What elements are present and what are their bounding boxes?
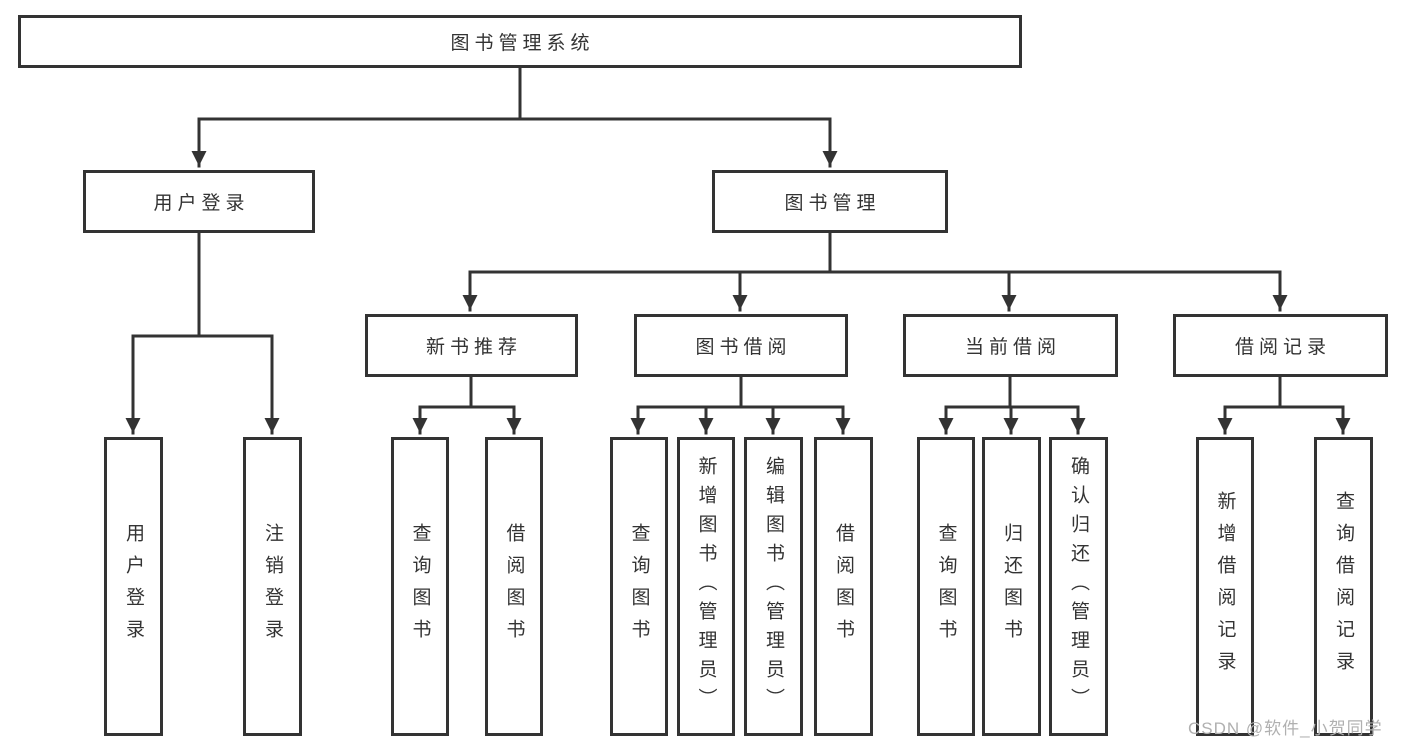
node-root-label: 图书管理系统 xyxy=(450,33,595,54)
leaf-logout: 注销登录 xyxy=(243,437,302,736)
leaf-add-book-admin-label: 新增图书（管理员） xyxy=(695,456,717,717)
leaf-edit-book-admin: 编辑图书（管理员） xyxy=(744,437,803,736)
node-current-borrowing-label: 当前借阅 xyxy=(964,337,1061,358)
node-book-borrowing: 图书借阅 xyxy=(634,314,848,377)
leaf-query-book-borrowing: 查询图书 xyxy=(610,437,668,736)
leaf-return-book-label: 归还图书 xyxy=(1001,522,1022,651)
leaf-logout-label: 注销登录 xyxy=(262,522,283,651)
leaf-borrow-book-recommend: 借阅图书 xyxy=(485,437,543,736)
leaf-borrow-book: 借阅图书 xyxy=(814,437,873,736)
leaf-confirm-return-admin-label: 确认归还（管理员） xyxy=(1068,456,1089,717)
node-root: 图书管理系统 xyxy=(18,15,1022,68)
leaf-query-borrow-record: 查询借阅记录 xyxy=(1314,437,1373,736)
leaf-query-book-current: 查询图书 xyxy=(917,437,975,736)
leaf-query-book-current-label: 查询图书 xyxy=(935,522,957,651)
leaf-query-book-recommend: 查询图书 xyxy=(391,437,449,736)
leaf-add-book-admin: 新增图书（管理员） xyxy=(677,437,735,736)
leaf-confirm-return-admin: 确认归还（管理员） xyxy=(1049,437,1108,736)
node-book-management: 图书管理 xyxy=(712,170,948,233)
leaf-add-borrow-record-label: 新增借阅记录 xyxy=(1214,490,1236,683)
leaf-borrow-book-recommend-label: 借阅图书 xyxy=(503,522,525,651)
node-new-book-recommend: 新书推荐 xyxy=(365,314,578,377)
leaf-user-login: 用户登录 xyxy=(104,437,163,736)
node-borrow-records-label: 借阅记录 xyxy=(1234,337,1331,358)
node-book-borrowing-label: 图书借阅 xyxy=(695,337,792,358)
node-user-login-label: 用户登录 xyxy=(153,193,250,214)
node-borrow-records: 借阅记录 xyxy=(1173,314,1388,377)
node-current-borrowing: 当前借阅 xyxy=(903,314,1118,377)
leaf-edit-book-admin-label: 编辑图书（管理员） xyxy=(763,456,784,717)
leaf-query-borrow-record-label: 查询借阅记录 xyxy=(1333,490,1354,683)
node-book-management-label: 图书管理 xyxy=(784,193,881,214)
leaf-user-login-label: 用户登录 xyxy=(123,522,144,651)
csdn-watermark: CSDN @软件_小贺同学 xyxy=(1188,719,1383,738)
leaf-query-book-recommend-label: 查询图书 xyxy=(409,522,431,651)
leaf-query-book-borrowing-label: 查询图书 xyxy=(628,522,650,651)
node-new-book-recommend-label: 新书推荐 xyxy=(425,337,522,358)
leaf-return-book: 归还图书 xyxy=(982,437,1041,736)
leaf-borrow-book-label: 借阅图书 xyxy=(833,522,854,651)
leaf-add-borrow-record: 新增借阅记录 xyxy=(1196,437,1254,736)
node-user-login: 用户登录 xyxy=(83,170,315,233)
